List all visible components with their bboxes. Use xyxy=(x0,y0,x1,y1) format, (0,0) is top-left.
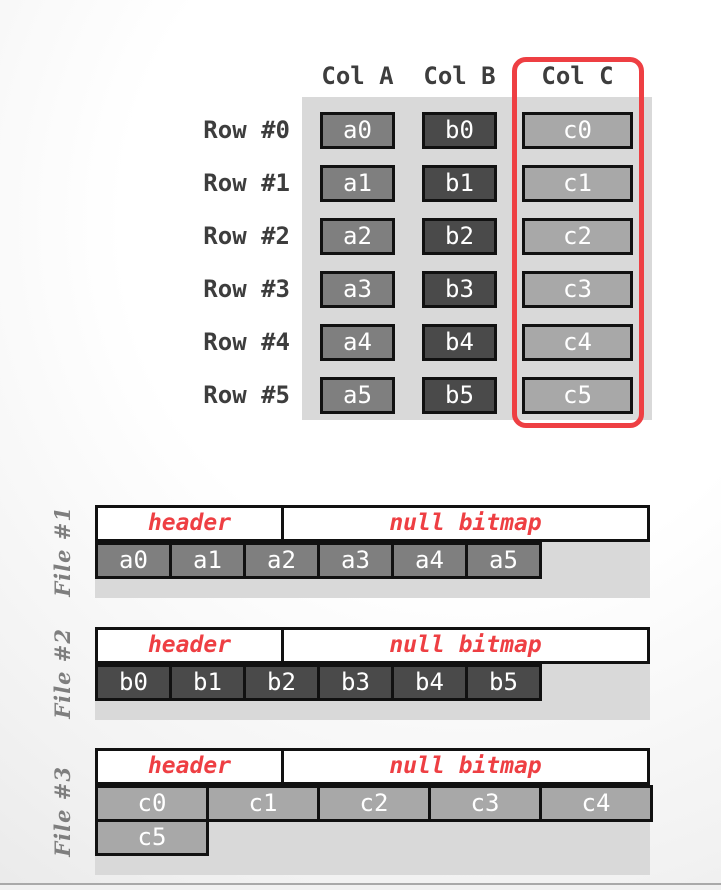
col-header-col-b: Col B xyxy=(423,62,496,90)
file-data-cell-a2: a2 xyxy=(243,542,320,579)
file-data-cell-c3: c3 xyxy=(428,785,542,822)
file-data-cell-c0: c0 xyxy=(95,785,209,822)
table-cell-c1: c1 xyxy=(522,165,633,202)
col-header-col-a: Col A xyxy=(321,62,394,90)
null-bitmap-segment: null bitmap xyxy=(281,748,650,785)
table-background xyxy=(302,97,652,420)
table-cell-c2: c2 xyxy=(522,218,633,255)
file-label-text: File #3 xyxy=(50,766,75,857)
file-label-2: File #2 xyxy=(40,627,85,720)
table-cell-c5: c5 xyxy=(522,377,633,414)
file-data-cell-c5: c5 xyxy=(95,819,209,856)
table-cell-b0: b0 xyxy=(422,112,497,149)
file-data-cell-b2: b2 xyxy=(243,664,320,701)
row-label-5: Row #5 xyxy=(203,381,290,409)
table-cell-b1: b1 xyxy=(422,165,497,202)
row-label-2: Row #2 xyxy=(203,222,290,250)
table-cell-a0: a0 xyxy=(320,112,395,149)
table-cell-b2: b2 xyxy=(422,218,497,255)
table-cell-a2: a2 xyxy=(320,218,395,255)
table-cell-c3: c3 xyxy=(522,271,633,308)
table-cell-c4: c4 xyxy=(522,324,633,361)
table-cell-a4: a4 xyxy=(320,324,395,361)
file-label-text: File #2 xyxy=(50,628,75,719)
file-label-3: File #3 xyxy=(40,748,85,875)
file-label-1: File #1 xyxy=(40,505,85,598)
file-data-cell-a0: a0 xyxy=(95,542,172,579)
file-data-cell-a5: a5 xyxy=(465,542,542,579)
file-data-cell-a3: a3 xyxy=(317,542,394,579)
null-bitmap-segment: null bitmap xyxy=(281,505,650,542)
file-data-cell-b3: b3 xyxy=(317,664,394,701)
table-cell-b3: b3 xyxy=(422,271,497,308)
row-label-1: Row #1 xyxy=(203,169,290,197)
file-label-text: File #1 xyxy=(50,506,75,597)
file-data-cell-a4: a4 xyxy=(391,542,468,579)
table-cell-b5: b5 xyxy=(422,377,497,414)
row-label-0: Row #0 xyxy=(203,116,290,144)
file-data-cell-b5: b5 xyxy=(465,664,542,701)
null-bitmap-segment: null bitmap xyxy=(281,627,650,664)
file-data-cell-b4: b4 xyxy=(391,664,468,701)
bottom-divider-line xyxy=(0,883,721,885)
table-cell-a3: a3 xyxy=(320,271,395,308)
header-segment: header xyxy=(95,505,284,542)
file-data-cell-c4: c4 xyxy=(539,785,653,822)
bottom-margin xyxy=(0,885,721,890)
header-segment: header xyxy=(95,627,284,664)
col-header-col-c: Col C xyxy=(541,62,614,90)
table-cell-c0: c0 xyxy=(522,112,633,149)
file-data-cell-a1: a1 xyxy=(169,542,246,579)
row-label-4: Row #4 xyxy=(203,328,290,356)
header-segment: header xyxy=(95,748,284,785)
table-cell-a5: a5 xyxy=(320,377,395,414)
row-label-3: Row #3 xyxy=(203,275,290,303)
file-data-cell-b0: b0 xyxy=(95,664,172,701)
file-data-cell-c2: c2 xyxy=(317,785,431,822)
table-cell-a1: a1 xyxy=(320,165,395,202)
file-data-cell-b1: b1 xyxy=(169,664,246,701)
file-data-cell-c1: c1 xyxy=(206,785,320,822)
table-cell-b4: b4 xyxy=(422,324,497,361)
